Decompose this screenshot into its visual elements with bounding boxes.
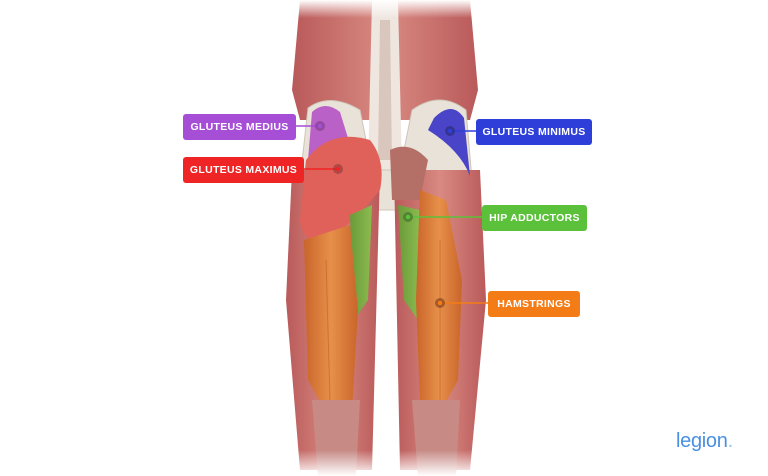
logo-dot: . (727, 430, 734, 452)
hamstrings-muscle (304, 225, 358, 420)
label-hip-adductors: HIP ADDUCTORS (482, 205, 587, 231)
logo-text: legion (676, 430, 728, 452)
legion-logo: legion. (676, 430, 733, 453)
label-gluteus-maximus: GLUTEUS MAXIMUS (183, 157, 304, 183)
gluteus-maximus-muscle (300, 136, 382, 243)
label-gluteus-medius: GLUTEUS MEDIUS (183, 114, 296, 140)
label-gluteus-minimus: GLUTEUS MINIMUS (476, 119, 592, 145)
marker-dots (315, 121, 455, 308)
gluteus-minimus-muscle (428, 109, 470, 176)
label-hamstrings: HAMSTRINGS (488, 291, 580, 317)
gluteus-medius-muscle (308, 106, 348, 160)
